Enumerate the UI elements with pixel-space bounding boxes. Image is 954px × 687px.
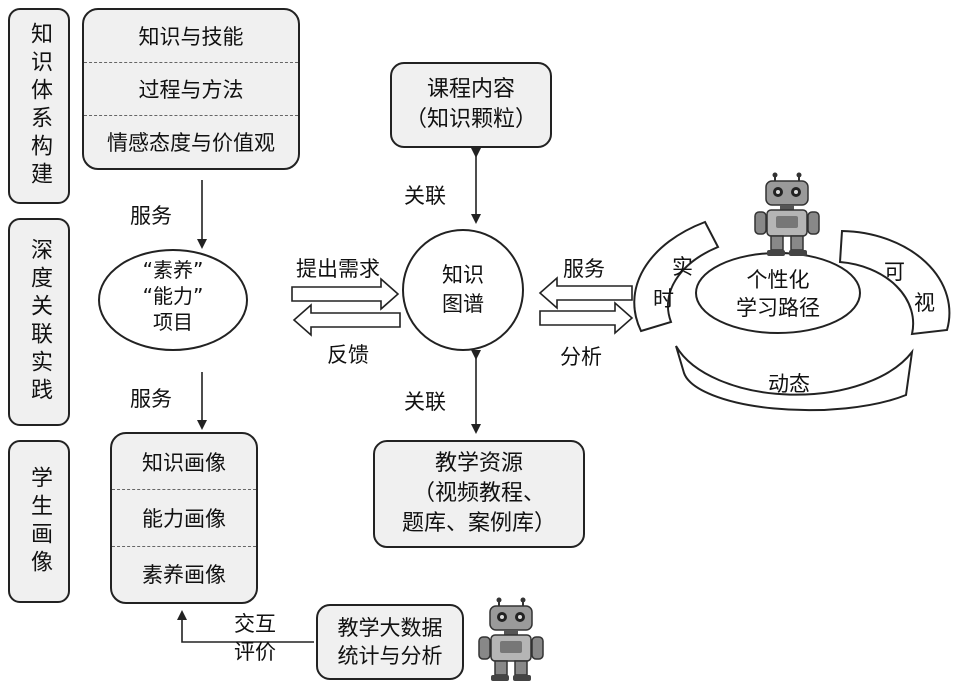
project-ellipse	[98, 249, 248, 351]
student-portrait-box: 学生画像	[8, 440, 70, 603]
teaching-goals-stack: 知识与技能 过程与方法 情感态度与价值观	[82, 8, 300, 170]
personalized-path-label: 个性化 学习路径	[736, 268, 820, 321]
label-propose-demand: 提出需求	[296, 257, 380, 281]
arrow-feedback	[292, 303, 401, 337]
teaching-resources-box: 教学资源 （视频教程、 题库、案例库）	[373, 440, 585, 548]
knowledge-system-box: 知识体系构建	[8, 8, 70, 204]
ring-label-realtime-a: 实	[672, 255, 693, 279]
deep-practice-label: 深度关联实践	[27, 238, 52, 406]
portrait-ability: 能力画像	[112, 489, 256, 545]
knowledge-graph-label: 知识 图谱	[442, 263, 484, 317]
goal-process-methods: 过程与方法	[84, 62, 298, 115]
knowledge-graph-circle	[402, 229, 524, 351]
student-portrait-label: 学生画像	[27, 465, 52, 578]
robot-icon	[478, 597, 544, 681]
deep-practice-box: 深度关联实践	[8, 218, 70, 426]
goal-knowledge-skills: 知识与技能	[138, 25, 244, 49]
portrait-literacy: 素养画像	[112, 545, 256, 602]
portrait-stack: 知识画像 能力画像 素养画像	[110, 432, 258, 604]
label-feedback: 反馈	[327, 343, 369, 367]
label-serve-right: 服务	[563, 257, 605, 281]
portrait-knowledge: 知识画像	[142, 450, 226, 475]
arrow-analyze	[539, 301, 634, 335]
knowledge-system-label: 知识体系构建	[27, 22, 52, 190]
label-serve-bottom: 服务	[130, 387, 172, 411]
ring-segment-dynamic	[675, 345, 914, 412]
ring-label-dynamic: 动态	[768, 372, 810, 396]
arrow-interact-eval	[177, 610, 314, 643]
course-content-box: 课程内容 （知识颗粒）	[390, 62, 552, 148]
ring-segment-visual	[838, 229, 951, 336]
big-data-box: 教学大数据 统计与分析	[316, 604, 464, 680]
label-analyze: 分析	[560, 345, 602, 369]
label-interact-eval: 交互 评价	[234, 612, 276, 665]
label-serve-top: 服务	[130, 204, 172, 228]
robot-icon	[754, 172, 820, 256]
label-relate-bottom: 关联	[404, 390, 446, 414]
goal-emotion-values: 情感态度与价值观	[84, 115, 298, 168]
project-ellipse-label: “素养” “能力” 项目	[142, 258, 204, 334]
ring-segment-realtime	[633, 220, 720, 333]
ring-label-visual-a: 可	[884, 260, 905, 284]
ring-label-realtime-b: 时	[653, 287, 674, 311]
arrow-serve-right	[538, 276, 633, 310]
ring-label-visual-b: 视	[914, 291, 935, 315]
arrow-propose-demand	[291, 277, 400, 311]
label-relate-top: 关联	[404, 184, 446, 208]
